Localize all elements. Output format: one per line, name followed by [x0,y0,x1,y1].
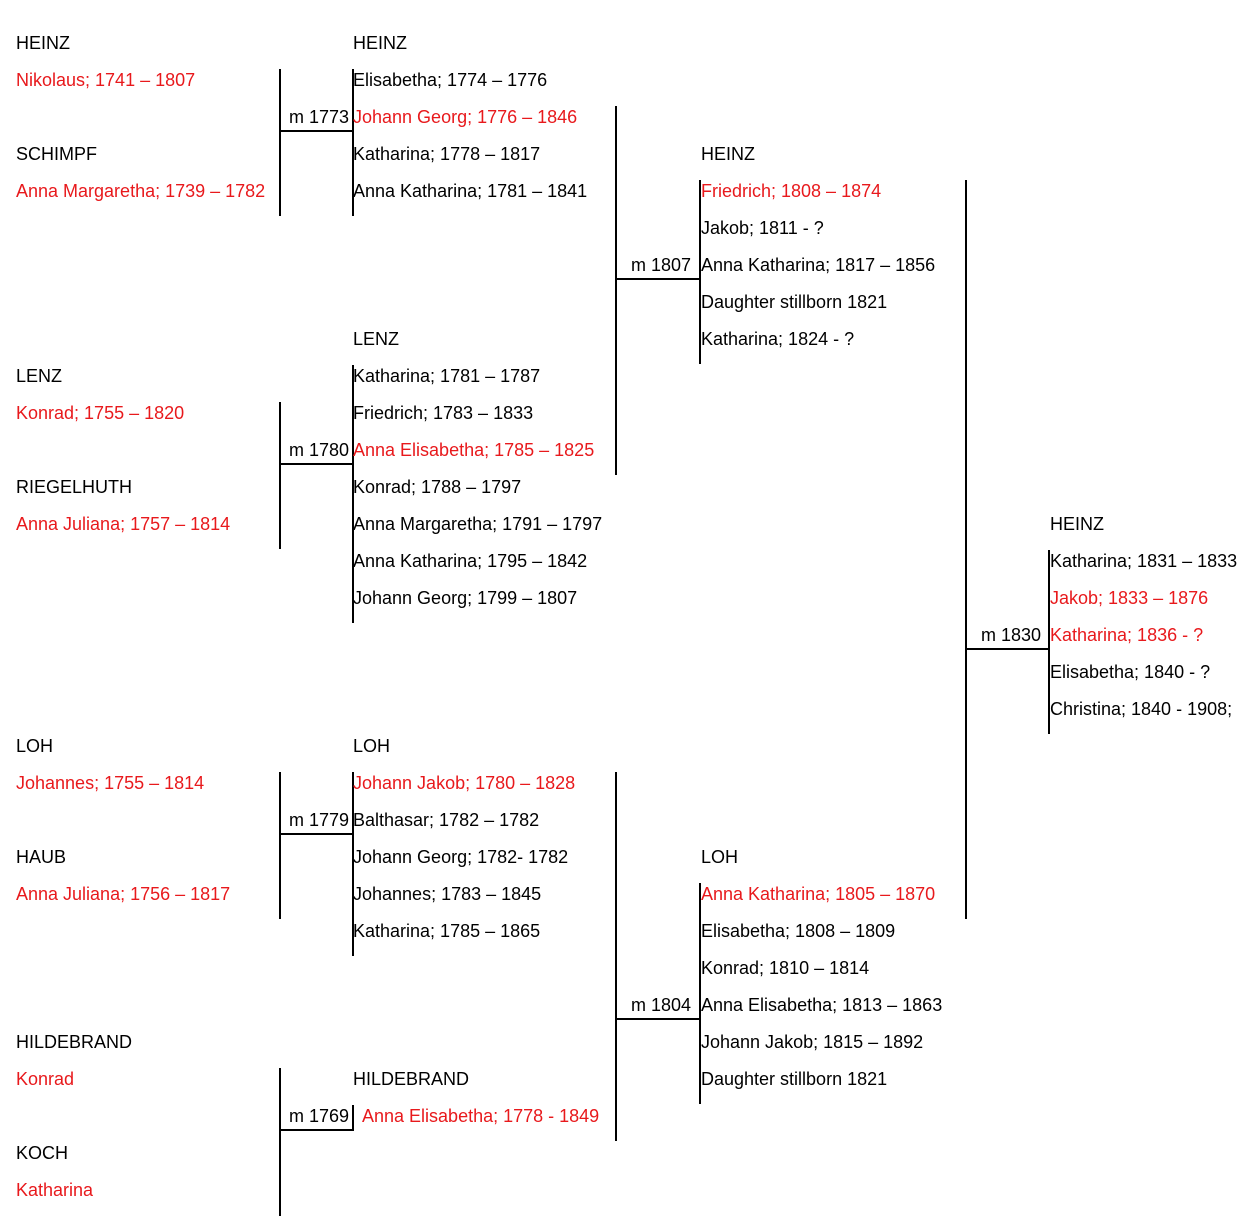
marriage-label-1773: m 1773 [289,107,350,127]
marriage-label-1780: m 1780 [289,440,350,460]
connector-line [279,463,352,465]
children-bracket [1048,550,1050,734]
surname-heinz-husband: HEINZ [16,33,70,53]
child-entry-ancestor: Katharina; 1836 - ? [1050,625,1204,645]
child-entry: Konrad; 1788 – 1797 [353,477,522,497]
person-konrad-hildebrand: Konrad [16,1069,75,1089]
child-entry: Friedrich; 1783 – 1833 [353,403,534,423]
person-konrad-lenz: Konrad; 1755 – 1820 [16,403,185,423]
person-katharina-koch: Katharina [16,1180,94,1200]
marriage-label-1804: m 1804 [631,995,692,1015]
children-surname-loh: LOH [353,736,391,756]
child-entry: Daughter stillborn 1821 [701,1069,888,1089]
connector-line [279,130,352,132]
child-entry: Jakob; 1811 - ? [701,218,824,238]
connector-line [615,1018,700,1020]
child-entry: Konrad; 1810 – 1814 [701,958,870,978]
child-entry-ancestor: Jakob; 1833 – 1876 [1050,588,1209,608]
connector-line [279,402,281,549]
child-entry: Johann Jakob; 1815 – 1892 [701,1032,924,1052]
child-entry: Katharina; 1785 – 1865 [353,921,541,941]
children-bracket [352,772,354,956]
surname-hildebrand-husband: HILDEBRAND [16,1032,133,1052]
children-surname-heinz: HEINZ [1050,514,1104,534]
person-nikolaus-heinz: Nikolaus; 1741 – 1807 [16,70,196,90]
child-entry-ancestor: Anna Elisabetha; 1785 – 1825 [353,440,595,460]
child-entry: Anna Elisabetha; 1813 – 1863 [701,995,943,1015]
surname-loh-husband: LOH [16,736,54,756]
children-surname-heinz: HEINZ [353,33,407,53]
child-entry: Elisabetha; 1808 – 1809 [701,921,896,941]
connector-line [279,833,352,835]
child-entry: Katharina; 1824 - ? [701,329,855,349]
person-anna-juliana-riegelhuth: Anna Juliana; 1757 – 1814 [16,514,231,534]
child-entry-ancestor: Anna Elisabetha; 1778 - 1849 [362,1106,600,1126]
child-entry: Johann Georg; 1782- 1782 [353,847,569,867]
child-entry: Elisabetha; 1774 – 1776 [353,70,548,90]
marriage-label-1769: m 1769 [289,1106,350,1126]
children-bracket [699,883,701,1104]
surname-schimpf-wife: SCHIMPF [16,144,97,164]
children-surname-lenz: LENZ [353,329,400,349]
surname-koch-wife: KOCH [16,1143,69,1163]
person-johannes-loh: Johannes; 1755 – 1814 [16,773,205,793]
person-anna-juliana-haub: Anna Juliana; 1756 – 1817 [16,884,231,904]
connector-line [279,1068,281,1216]
marriage-label-1807: m 1807 [631,255,692,275]
surname-haub-wife: HAUB [16,847,67,867]
connector-line [615,278,700,280]
surname-lenz-husband: LENZ [16,366,63,386]
connector-line [965,648,1049,650]
child-entry: Anna Katharina; 1817 – 1856 [701,255,936,275]
connector-line [279,69,281,216]
child-entry: Christina; 1840 - 1908; [1050,699,1233,719]
children-surname-hildebrand: HILDEBRAND [353,1069,470,1089]
child-entry: Katharina; 1831 – 1833 [1050,551,1238,571]
child-entry: Katharina; 1778 – 1817 [353,144,541,164]
child-entry-ancestor: Friedrich; 1808 – 1874 [701,181,882,201]
children-bracket [352,69,354,216]
child-entry-ancestor: Johann Georg; 1776 – 1846 [353,107,578,127]
children-surname-loh: LOH [701,847,739,867]
children-bracket [699,180,701,364]
child-entry: Anna Katharina; 1795 – 1842 [353,551,588,571]
child-entry: Elisabetha; 1840 - ? [1050,662,1211,682]
child-entry: Balthasar; 1782 – 1782 [353,810,540,830]
child-entry: Katharina; 1781 – 1787 [353,366,541,386]
marriage-label-1779: m 1779 [289,810,350,830]
connector-line [965,180,967,919]
child-entry: Johann Georg; 1799 – 1807 [353,588,578,608]
child-entry: Johannes; 1783 – 1845 [353,884,542,904]
person-anna-margaretha-schimpf: Anna Margaretha; 1739 – 1782 [16,181,266,201]
child-entry: Daughter stillborn 1821 [701,292,888,312]
child-entry: Anna Katharina; 1781 – 1841 [353,181,588,201]
connector-line [279,772,281,919]
children-bracket [352,365,354,623]
child-entry-ancestor: Johann Jakob; 1780 – 1828 [353,773,576,793]
connector-line [279,1129,352,1131]
connector-line [615,772,617,1141]
children-surname-heinz: HEINZ [701,144,755,164]
connector-line [615,106,617,475]
child-entry: Anna Margaretha; 1791 – 1797 [353,514,603,534]
children-bracket [352,1105,354,1131]
surname-riegelhuth-wife: RIEGELHUTH [16,477,133,497]
child-entry-ancestor: Anna Katharina; 1805 – 1870 [701,884,936,904]
marriage-label-1830: m 1830 [981,625,1042,645]
